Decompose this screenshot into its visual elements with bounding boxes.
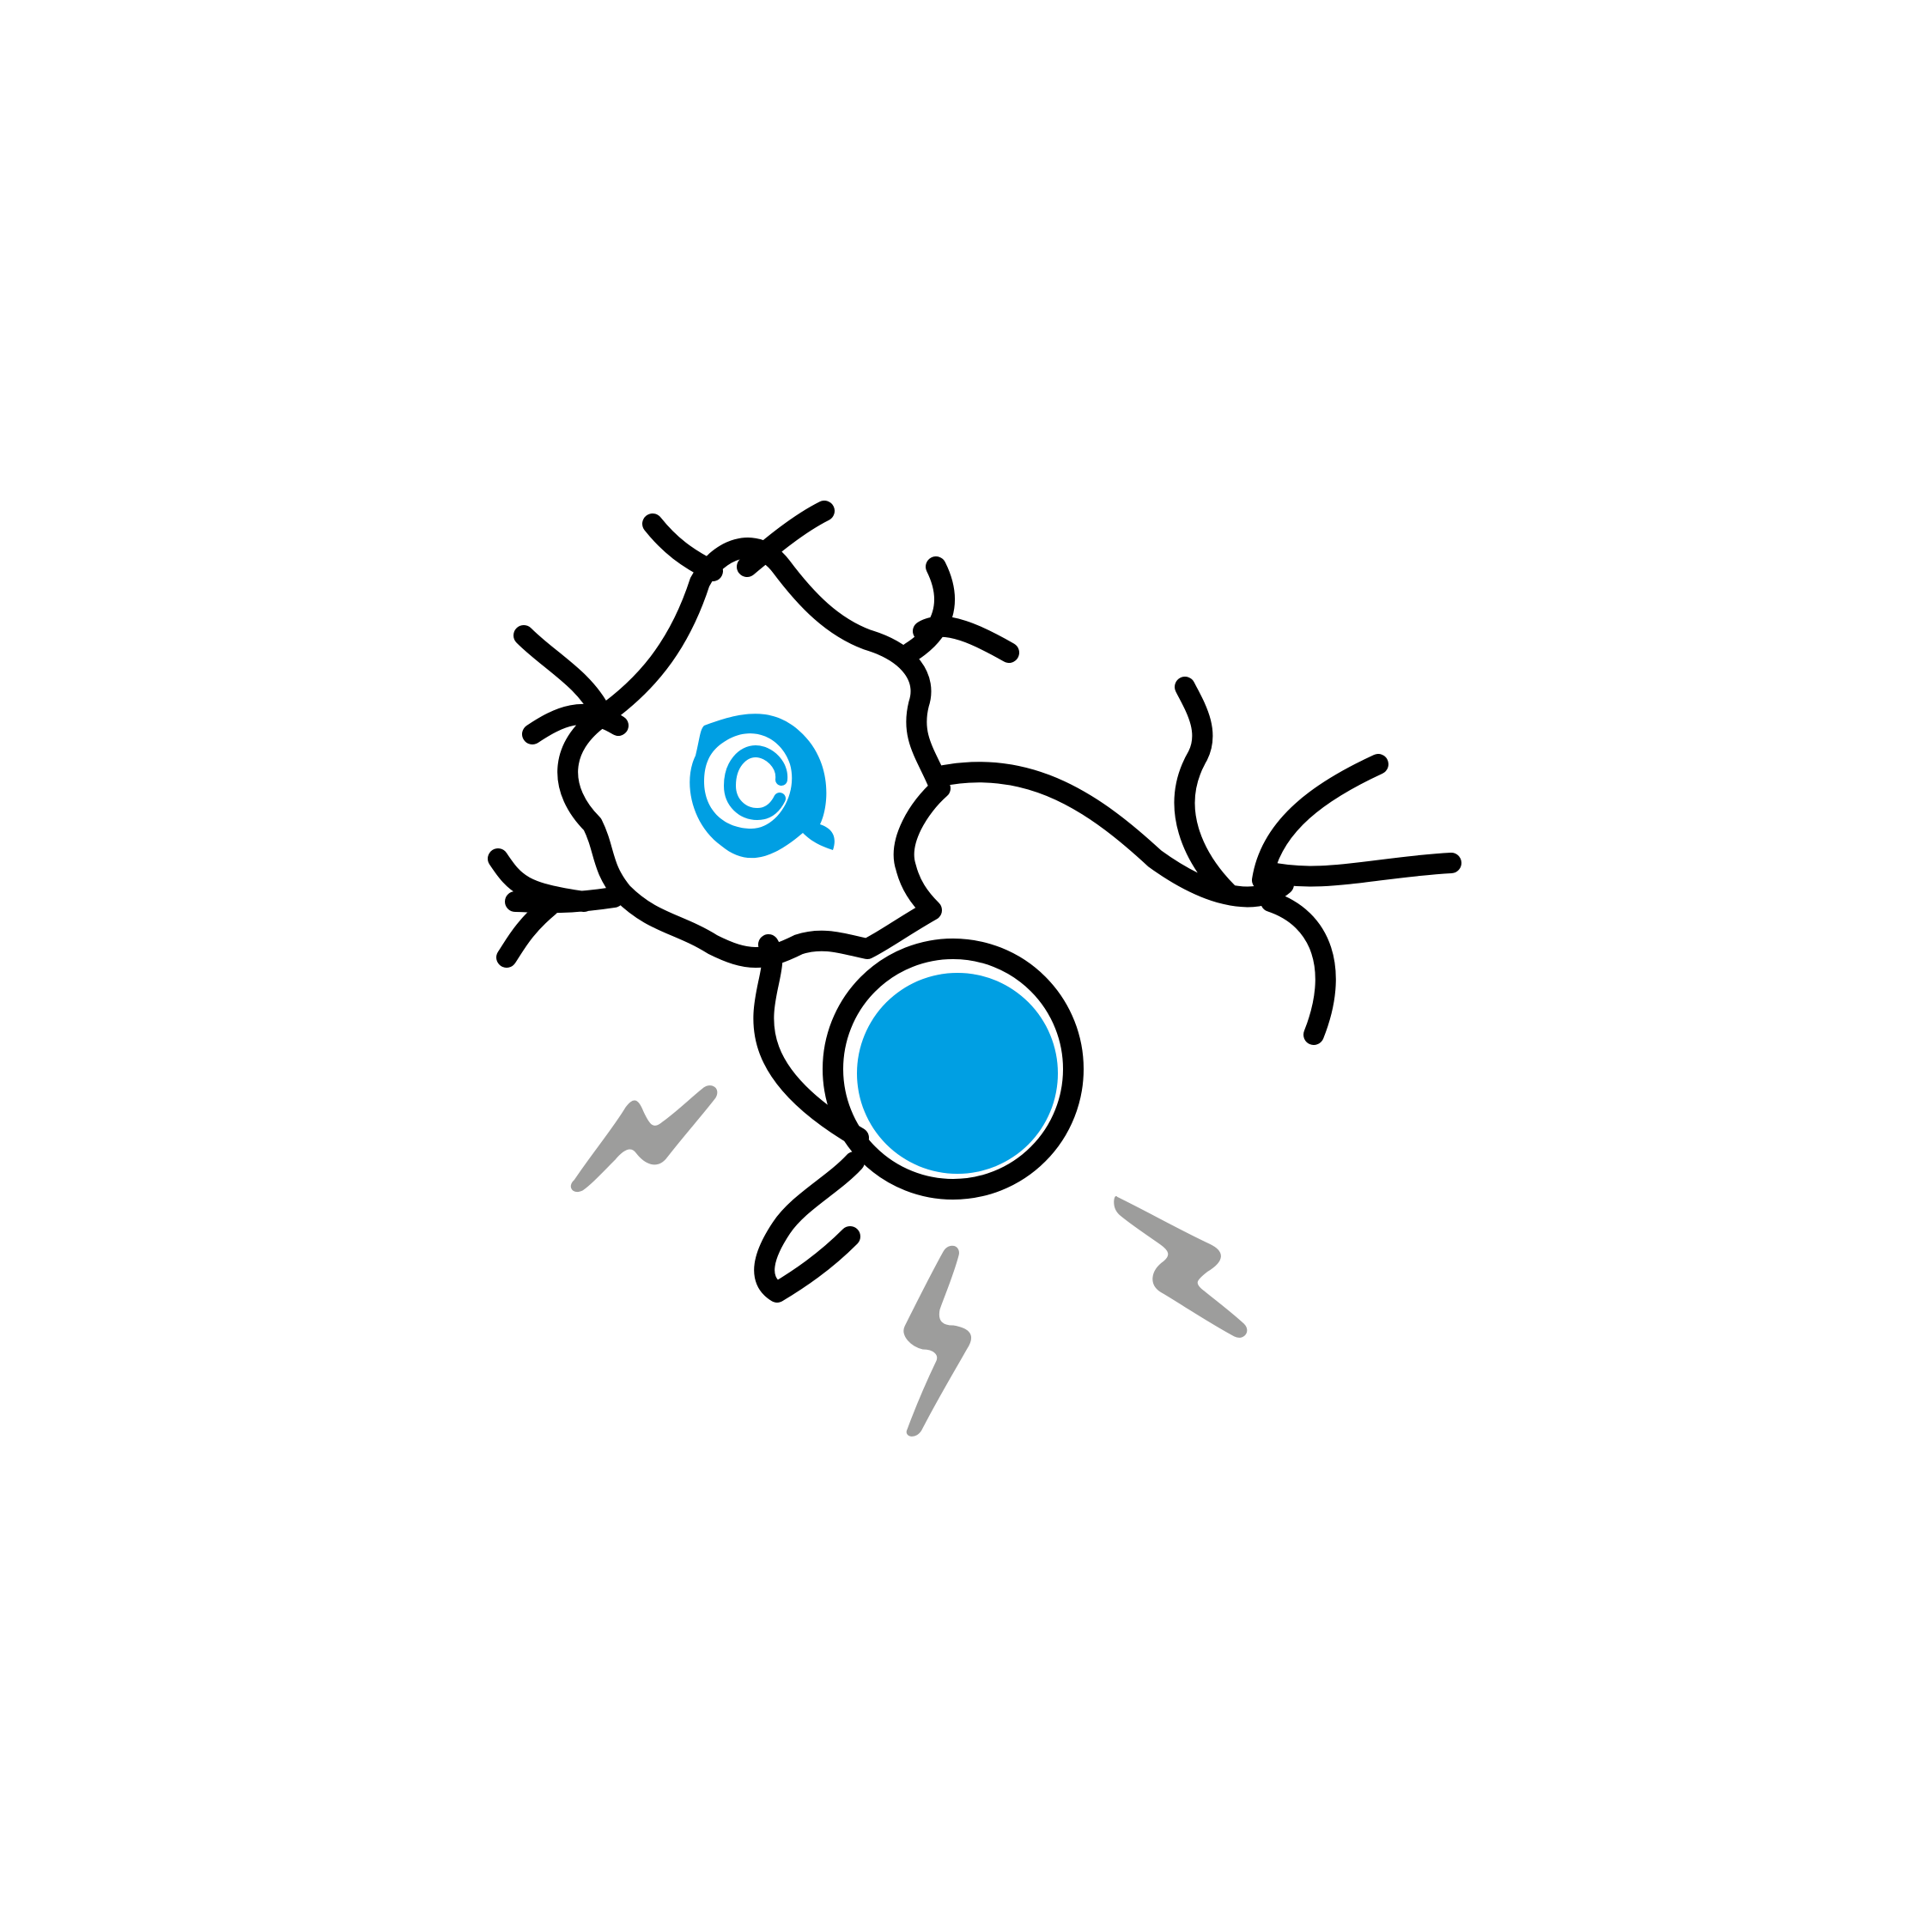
at-symbol-icon (690, 714, 835, 859)
dendrite-lower-left (488, 848, 624, 968)
axon-stub (754, 1151, 865, 1303)
dendrite-top-left (642, 513, 723, 581)
lightning-bolt-icon (1114, 1196, 1248, 1338)
axon-terminal-ring (823, 939, 1084, 1200)
dendrite-top-center (737, 501, 835, 577)
solid-circle-icon (857, 973, 1058, 1174)
dendrite-top-right (900, 556, 1019, 663)
lightning-bolt-icon (570, 1085, 718, 1193)
dendrite-left (513, 625, 629, 744)
dendrite-right (926, 677, 1461, 1045)
lightning-bolt-icon (903, 1245, 971, 1437)
cell-body-outline (557, 538, 951, 968)
dendrite-lower (753, 934, 869, 1148)
